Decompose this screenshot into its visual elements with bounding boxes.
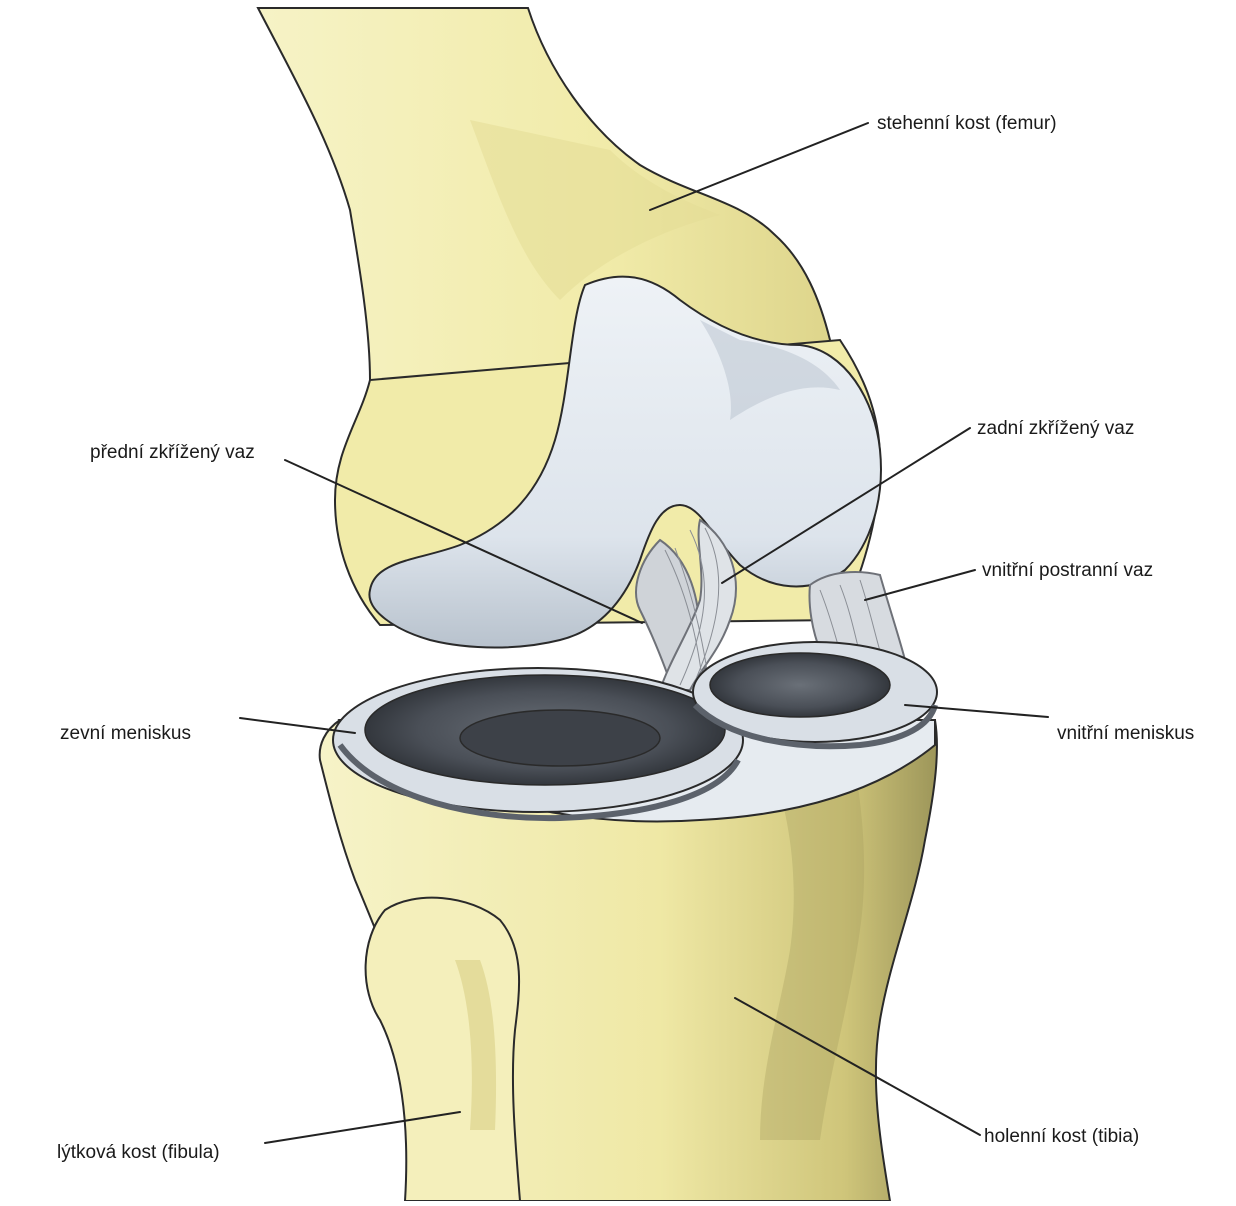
fibula	[366, 898, 520, 1201]
label-posterior-cruciate-ligament: zadní zkřížený vaz	[977, 419, 1134, 438]
label-lateral-meniscus: zevní meniskus	[60, 724, 191, 743]
label-tibia: holenní kost (tibia)	[984, 1127, 1139, 1146]
label-femur: stehenní kost (femur)	[877, 114, 1057, 133]
leader-femur	[650, 123, 868, 210]
label-fibula: lýtková kost (fibula)	[57, 1143, 220, 1162]
label-anterior-cruciate-ligament: přední zkřížený vaz	[90, 443, 255, 462]
label-medial-meniscus: vnitřní meniskus	[1057, 724, 1194, 743]
label-medial-collateral-ligament: vnitřní postranní vaz	[982, 561, 1153, 580]
